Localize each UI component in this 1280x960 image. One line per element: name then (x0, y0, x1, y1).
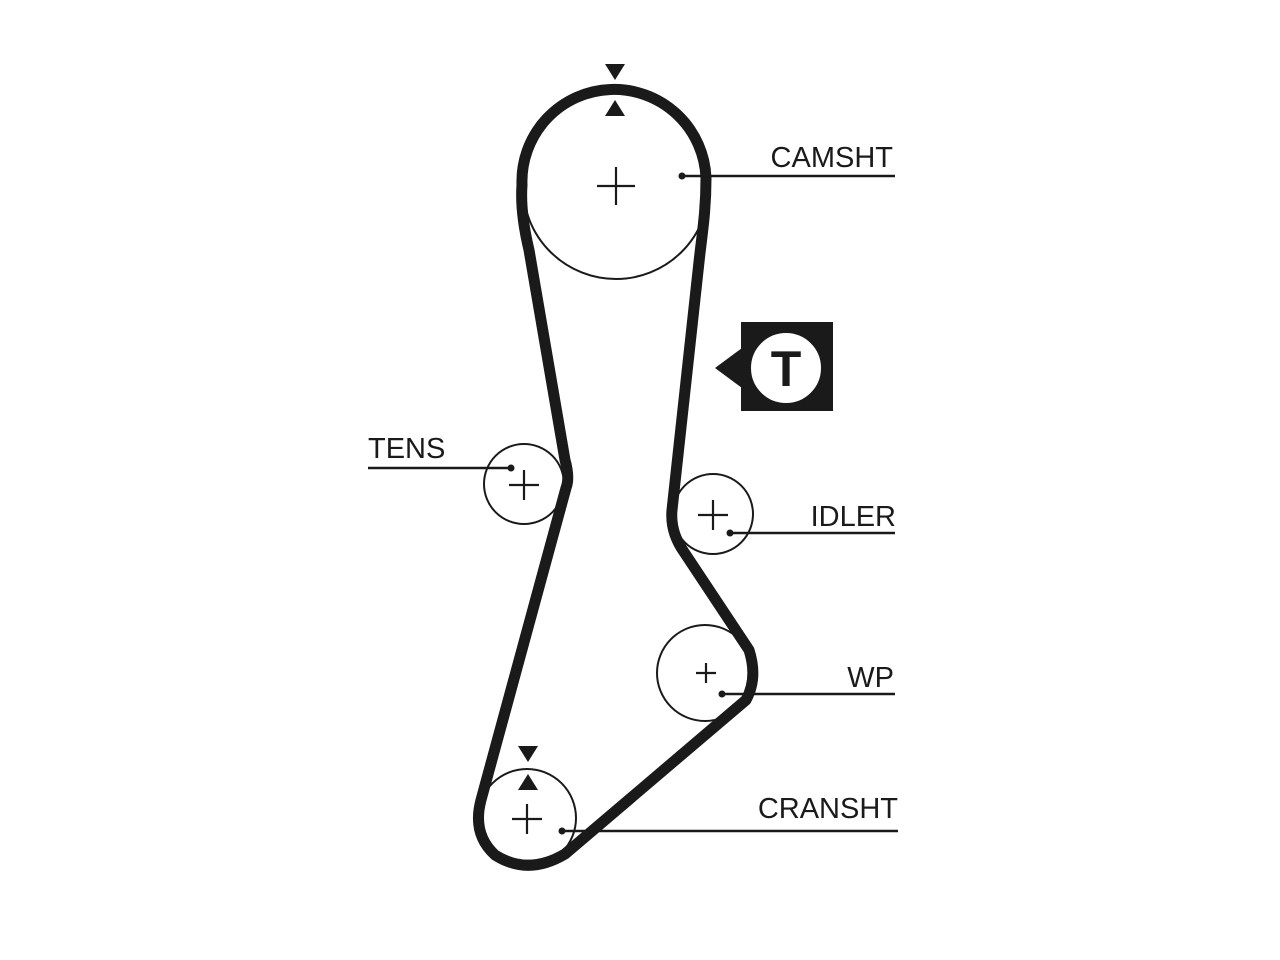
crankshaft-label: CRANSHT (758, 793, 898, 825)
tension-point-icon: T (715, 322, 833, 411)
idler-leader (726, 529, 895, 537)
water-pump-leader (718, 690, 895, 698)
crankshaft-leader (558, 827, 898, 835)
water-pump-pulley (656, 624, 754, 722)
timing-belt (473, 83, 759, 871)
idler-label: IDLER (811, 501, 896, 533)
tensioner-pulley (483, 443, 565, 525)
water-pump-label: WP (847, 662, 894, 694)
camshaft-label: CAMSHT (771, 142, 894, 174)
tensioner-leader (368, 464, 515, 472)
tensioner-label: TENS (368, 433, 445, 465)
crankshaft-timing-mark-icon (518, 746, 538, 790)
camshaft-leader (678, 172, 895, 180)
tension-badge-letter: T (771, 341, 802, 397)
camshaft-timing-mark-icon (605, 64, 625, 116)
idler-pulley (672, 473, 754, 555)
